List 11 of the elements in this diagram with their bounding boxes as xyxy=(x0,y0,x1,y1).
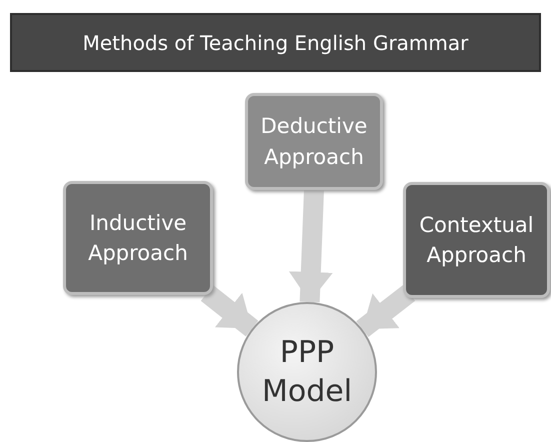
title-text: Methods of Teaching English Grammar xyxy=(82,30,468,54)
approach-box xyxy=(245,93,383,190)
approach-box xyxy=(63,181,213,295)
block-arrow xyxy=(288,190,333,302)
model-label: PPP Model xyxy=(260,334,354,411)
block-arrow xyxy=(200,285,258,336)
approach-box xyxy=(403,182,550,298)
block-arrow xyxy=(356,285,416,338)
approach-label: Contextual Approach xyxy=(418,212,535,269)
approach-label: Inductive Approach xyxy=(87,210,189,267)
approach-label: Deductive Approach xyxy=(260,113,368,170)
